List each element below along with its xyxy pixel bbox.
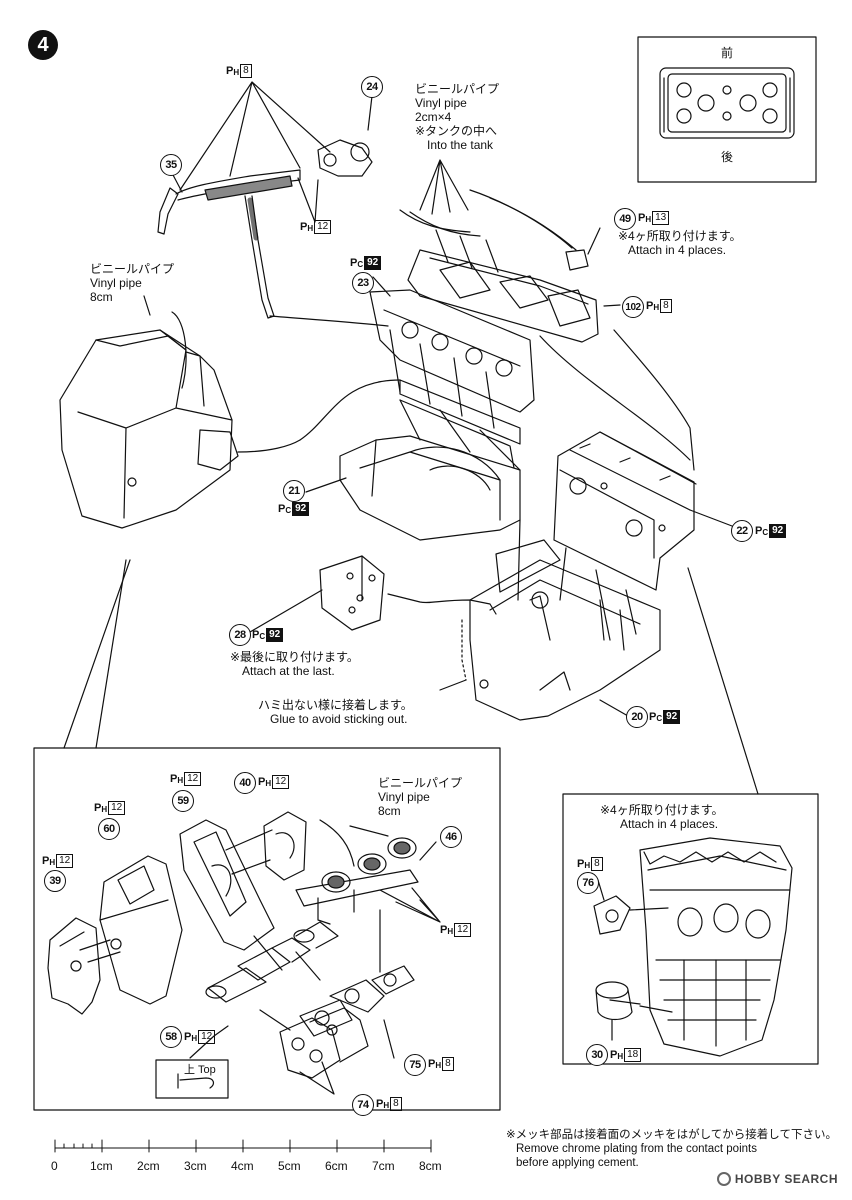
scale-label-0: 0 [51,1159,58,1173]
scale-ticks [54,1139,432,1153]
part-60: 60 [98,818,120,840]
valve-cover [407,229,599,343]
breather-pipes [157,169,301,319]
part-49: 49 [614,208,636,230]
note-attach4-top: ※4ヶ所取り付けます。Attach in 4 places. [618,229,742,257]
part-75: 75 [404,1054,426,1076]
part-46: 46 [440,826,462,848]
engine-block-detail [639,837,793,1057]
top-view-head [659,67,795,139]
part-76: 76 [577,872,599,894]
note-glue: ハミ出ない様に接着します。Glue to avoid sticking out. [258,698,413,726]
part-24: 24 [361,76,383,98]
part-58: 58 [160,1026,182,1048]
part-102: 102 [622,296,644,318]
cover-60 [99,855,183,1005]
step-number: 4 [28,30,58,60]
cover-40 [263,811,307,881]
top-view-frame [637,36,817,183]
note-top: 上 Top [184,1064,216,1076]
scale-label-1: 1cm [90,1159,113,1173]
part-74: 74 [352,1094,374,1116]
port-76 [593,895,631,935]
part-22: 22 [731,520,753,542]
oil-filter-30 [595,981,641,1021]
cover-59 [179,819,275,951]
air-box [59,311,239,529]
part-35: 35 [160,154,182,176]
fitting-24 [317,139,373,177]
intake-manifold-75 [299,965,415,1037]
scale-label-8: 8cm [419,1159,442,1173]
cover-39 [47,917,101,1015]
part-21: 21 [283,480,305,502]
top-view-front-label: 前 [721,46,734,60]
carburetors-46 [295,837,419,925]
lower-crankcase [469,519,661,721]
part-40: 40 [234,772,256,794]
cylinder-block [553,431,697,591]
scale-label-7: 7cm [372,1159,395,1173]
part-20: 20 [626,706,648,728]
cylinder-head [369,289,535,445]
carb-assembly-frame [33,747,501,1111]
cylinder-rubbers-74 [279,1007,369,1079]
scale-label-2: 2cm [137,1159,160,1173]
note-attach4-inset: ※4ヶ所取り付けます。Attach in 4 places. [600,803,724,831]
part-28: 28 [229,624,251,646]
intake-pipes-58 [205,921,339,1003]
part-30: 30 [586,1044,608,1066]
hobbysearch-logo-icon [716,1172,731,1186]
scale-label-5: 5cm [278,1159,301,1173]
part-23: 23 [352,272,374,294]
part-39: 39 [44,870,66,892]
upper-crankcase [339,399,521,541]
note-chrome: ※メッキ部品は接着面のメッキをはがしてから接着して下さい。Remove chro… [506,1129,837,1169]
scale-label-3: 3cm [184,1159,207,1173]
note-attach-last: ※最後に取り付けます。Attach at the last. [230,650,359,678]
scale-label-6: 6cm [325,1159,348,1173]
top-view-rear-label: 後 [721,150,734,164]
engine-detail-frame [562,793,819,1065]
scale-label-4: 4cm [231,1159,254,1173]
part-59: 59 [172,790,194,812]
bracket-28 [319,555,385,631]
watermark: HOBBY SEARCH [716,1172,838,1186]
